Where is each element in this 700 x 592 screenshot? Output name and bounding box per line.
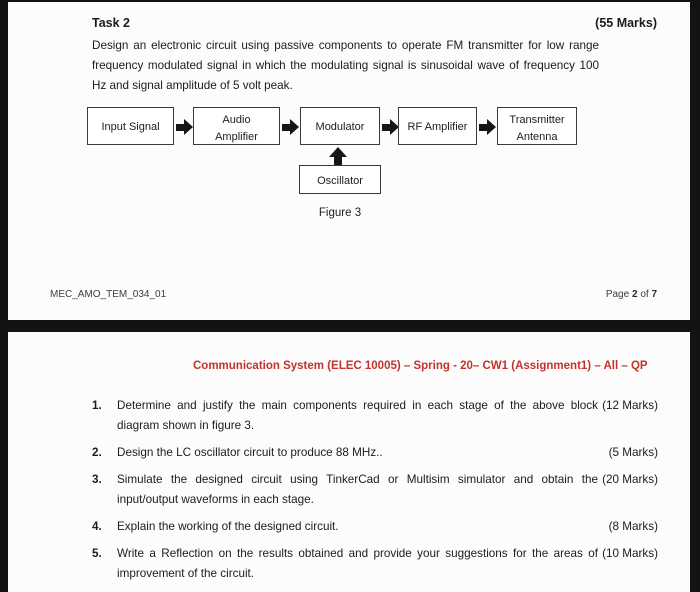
- arrow-up-icon: [329, 147, 347, 166]
- diagram-block-oscillator: Oscillator: [299, 165, 381, 194]
- question-text: Determine and justify the main component…: [117, 399, 598, 432]
- question-item: 3. Simulate the designed circuit using T…: [92, 470, 658, 510]
- arrow-right-icon: [176, 119, 193, 135]
- question-number: 1.: [92, 399, 102, 412]
- question-text: Simulate the designed circuit using Tink…: [117, 473, 598, 506]
- exam-page-2: Task 2 (55 Marks) Design an electronic c…: [8, 2, 690, 320]
- arrow-right-icon: [382, 119, 399, 135]
- diagram-block-transmitter-antenna: Transmitter Antenna: [497, 107, 577, 145]
- exam-page-3: Communication System (ELEC 10005) – Spri…: [8, 332, 690, 592]
- arrow-right-icon: [479, 119, 496, 135]
- question-item: 5. Write a Reflection on the results obt…: [92, 544, 658, 584]
- question-number: 3.: [92, 473, 102, 486]
- arrow-right-icon: [282, 119, 299, 135]
- figure-caption: Figure 3: [318, 207, 362, 219]
- question-marks: (12 Marks): [602, 399, 658, 412]
- block-label: Oscillator: [317, 175, 363, 187]
- block-label: Input Signal: [101, 121, 160, 133]
- question-text: Design the LC oscillator circuit to prod…: [117, 446, 383, 459]
- question-marks: (20 Marks): [602, 473, 658, 486]
- question-marks: (8 Marks): [608, 520, 658, 533]
- block-label: RF Amplifier: [407, 121, 468, 133]
- task-title: Task 2: [92, 16, 130, 30]
- page-footer: MEC_AMO_TEM_034_01 Page 2 of 7: [50, 289, 657, 300]
- question-number: 5.: [92, 547, 102, 560]
- question-marks: (5 Marks): [608, 446, 658, 459]
- assignment-title: Communication System (ELEC 10005) – Spri…: [193, 360, 648, 372]
- task-marks: (55 Marks): [595, 16, 657, 30]
- diagram-block-rf-amplifier: RF Amplifier: [398, 107, 477, 145]
- question-number: 2.: [92, 446, 102, 459]
- diagram-block-input-signal: Input Signal: [87, 107, 174, 145]
- block-label: Audio Amplifier: [215, 114, 258, 143]
- question-number: 4.: [92, 520, 102, 533]
- block-label: Transmitter Antenna: [509, 114, 565, 143]
- question-text: Write a Reflection on the results obtain…: [117, 547, 598, 580]
- diagram-block-modulator: Modulator: [300, 107, 380, 145]
- task-header: Task 2 (55 Marks): [92, 16, 657, 30]
- question-item: 1. Determine and justify the main compon…: [92, 396, 658, 436]
- question-item: 4. Explain the working of the designed c…: [92, 517, 658, 537]
- question-marks: (10 Marks): [602, 547, 658, 560]
- footer-page-number: Page 2 of 7: [605, 289, 657, 300]
- question-text: Explain the working of the designed circ…: [117, 520, 339, 533]
- question-list: 1. Determine and justify the main compon…: [92, 396, 658, 591]
- task-description: Design an electronic circuit using passi…: [92, 39, 599, 92]
- question-item: 2. Design the LC oscillator circuit to p…: [92, 443, 658, 463]
- diagram-block-audio-amplifier: Audio Amplifier: [193, 107, 280, 145]
- footer-doc-code: MEC_AMO_TEM_034_01: [50, 289, 167, 300]
- block-label: Modulator: [315, 121, 365, 133]
